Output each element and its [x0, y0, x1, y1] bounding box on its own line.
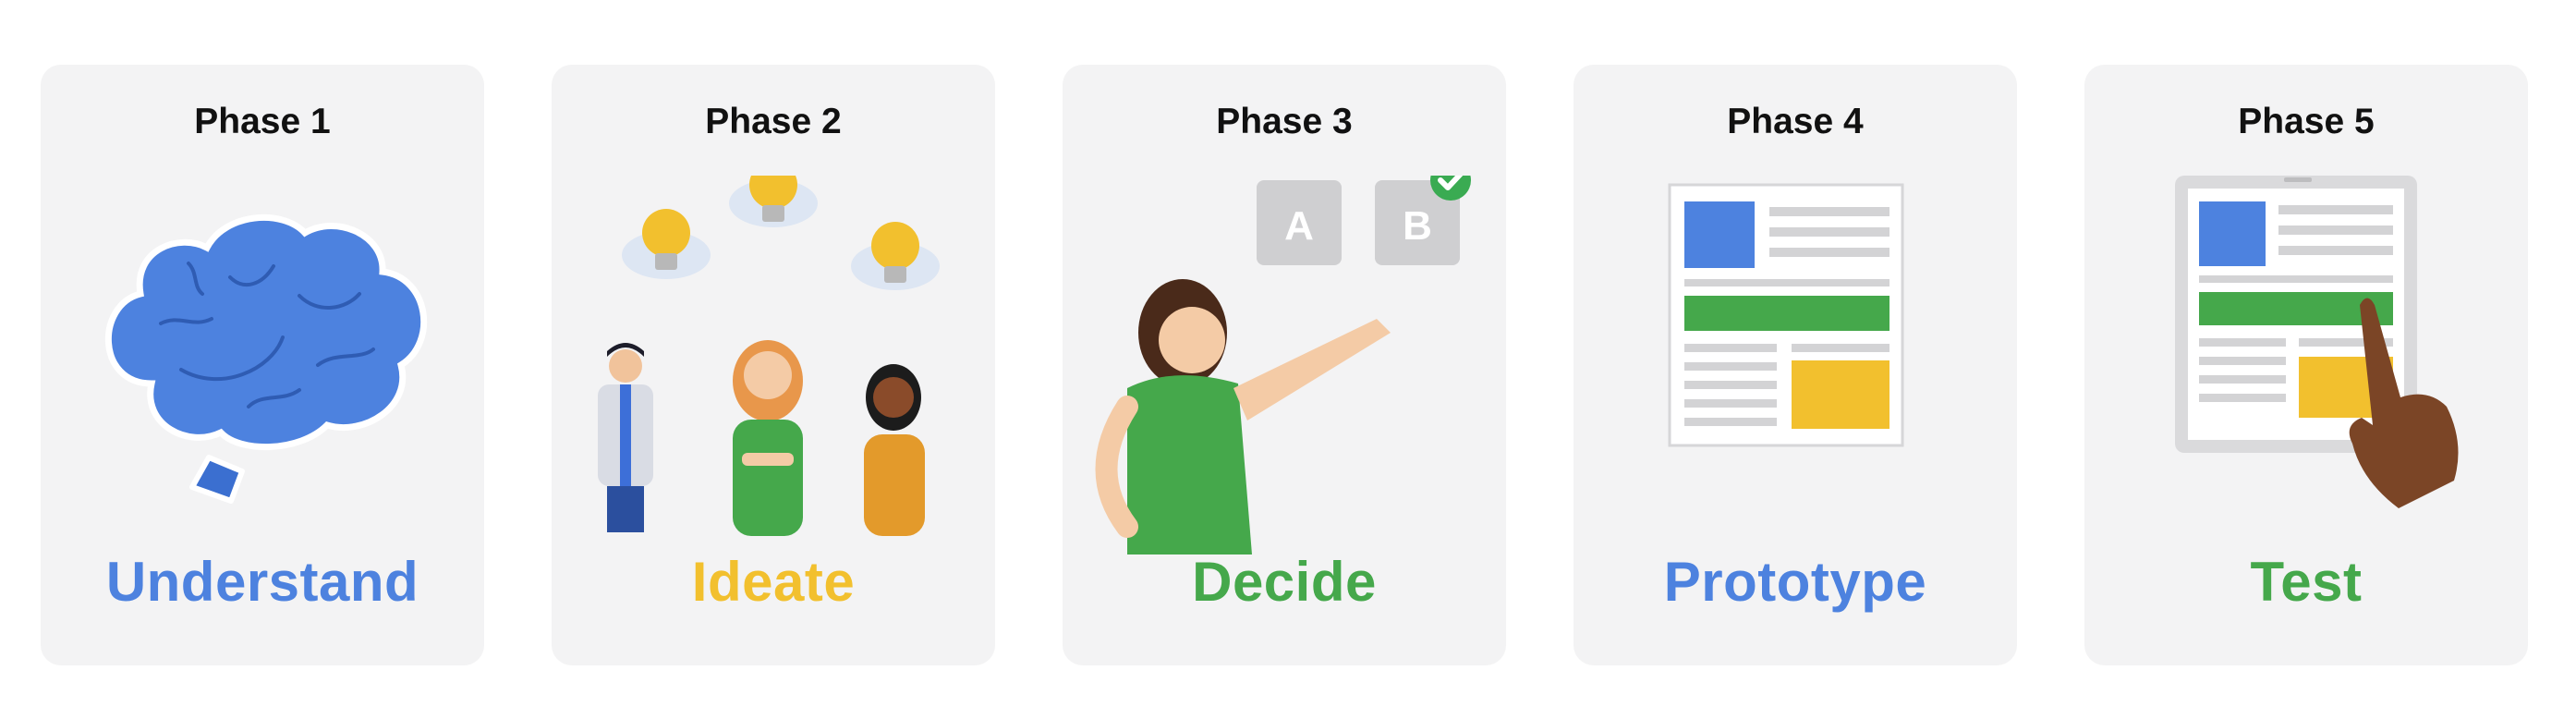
phase-label: Phase 2	[705, 102, 842, 141]
phase-card-test: Phase 5	[2084, 65, 2528, 665]
phase-name: Understand	[105, 551, 419, 613]
choice-ab-icon: A B	[1063, 176, 1506, 582]
phase-label: Phase 3	[1216, 102, 1353, 141]
phase-card-understand: Phase 1 Understand	[41, 65, 484, 665]
phase-card-ideate: Phase 2	[552, 65, 995, 665]
phase-label: Phase 1	[194, 102, 331, 141]
hand-pointer-icon	[2349, 298, 2459, 508]
option-b-label: B	[1403, 203, 1432, 249]
phase-label: Phase 4	[1727, 102, 1864, 141]
lightbulb-icon	[851, 222, 940, 290]
phase-name: Decide	[1192, 551, 1377, 613]
lightbulb-icon	[622, 209, 711, 279]
lightbulb-people-icon	[552, 176, 995, 582]
lightbulb-icon	[729, 176, 818, 227]
document-layout-icon	[1574, 176, 2017, 582]
phase-name: Ideate	[691, 551, 856, 613]
brain-icon	[41, 176, 484, 582]
option-a-label: A	[1284, 203, 1314, 249]
phase-label: Phase 5	[2238, 102, 2375, 141]
person-woman-icon	[1095, 279, 1391, 554]
tablet-tap-icon	[2084, 176, 2528, 582]
person-woman-icon	[733, 340, 803, 536]
phase-card-decide: Phase 3 A B Decide	[1063, 65, 1506, 665]
phase-name: Test	[2250, 551, 2363, 613]
person-woman-icon	[864, 364, 925, 536]
phase-card-prototype: Phase 4 Prototype	[1574, 65, 2017, 665]
phase-name: Prototype	[1663, 551, 1927, 613]
person-man-icon	[598, 343, 653, 532]
